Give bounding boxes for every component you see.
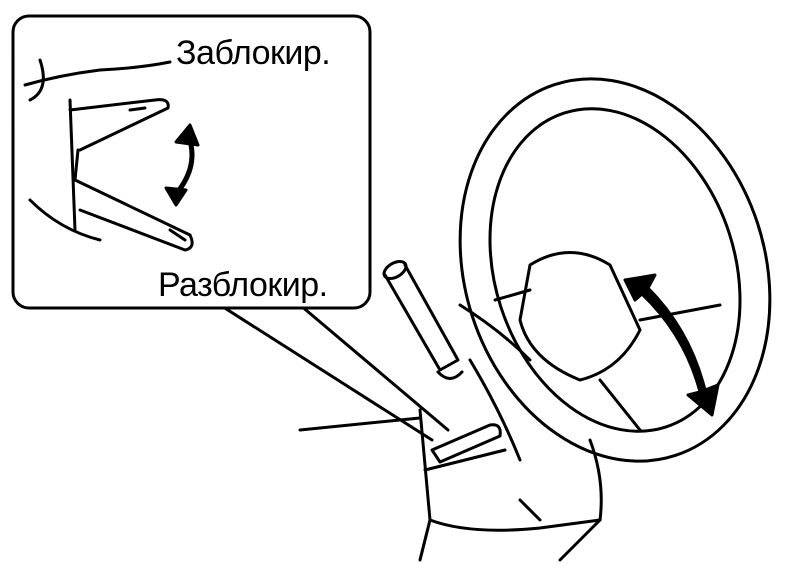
steering-wheel [458,77,772,463]
steering-column [298,303,603,562]
turn-signal-stalk [382,259,464,380]
callout-leader-lines [218,303,450,442]
unlock-label: Разблокир. [158,266,328,304]
lock-label: Заблокир. [176,34,331,72]
tilt-direction-arrow-icon [623,273,720,417]
tilt-lever [423,423,507,472]
lock-unlock-arrow-icon [164,123,200,207]
callout-lever-detail [23,58,194,252]
